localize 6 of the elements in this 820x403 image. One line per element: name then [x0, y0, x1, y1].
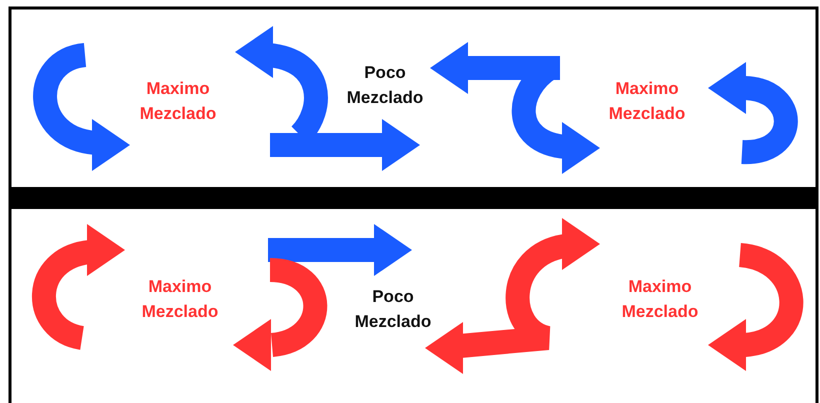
label-text: Maximo Mezclado — [608, 78, 686, 125]
label-text: Maximo Mezclado — [620, 276, 700, 323]
label-text: Poco Mezclado — [354, 286, 432, 333]
label-text: Maximo Mezclado — [140, 276, 220, 323]
label-text: Maximo Mezclado — [138, 78, 218, 125]
label-text: Poco Mezclado — [346, 62, 424, 109]
